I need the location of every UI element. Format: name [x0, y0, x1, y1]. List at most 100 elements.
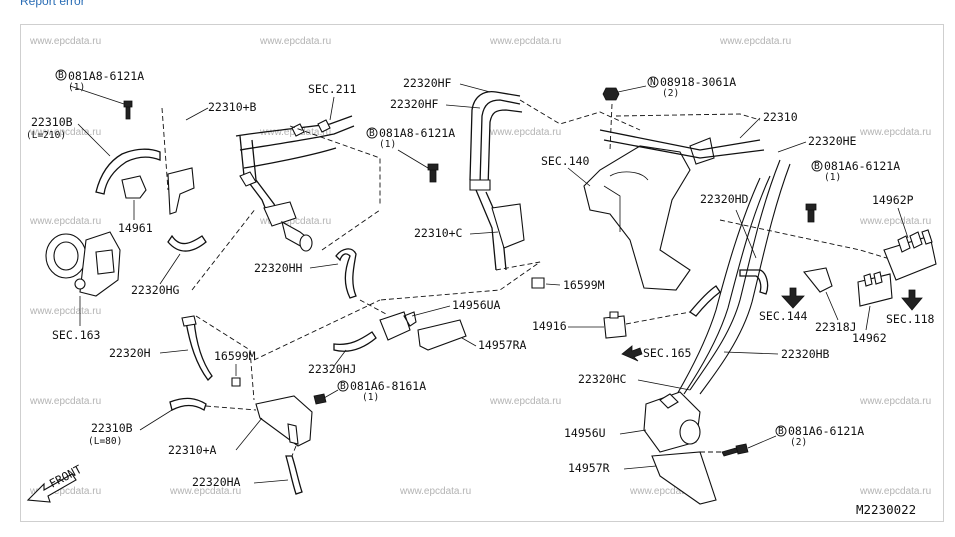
hose-22320hd[interactable]	[739, 269, 769, 295]
pipe-assembly-sec211[interactable]	[235, 115, 355, 252]
label-14956u: 14956U	[564, 426, 606, 440]
watermark: www.epcdata.ru	[169, 486, 241, 497]
bracket-22318j[interactable]	[802, 267, 833, 293]
label-bolt-low-right: 081A6-6121A	[788, 424, 864, 438]
watermark: www.epcdata.ru	[629, 486, 701, 497]
label-22320hh: 22320HH	[254, 261, 303, 275]
hose-22320hj[interactable]	[333, 331, 377, 352]
watermark: www.epcdata.ru	[859, 216, 931, 227]
bracket-14957ra[interactable]	[417, 319, 467, 351]
label-14962: 14962	[852, 331, 887, 345]
bracket-22310-plus-a[interactable]	[255, 395, 313, 447]
watermark: www.epcdata.ru	[259, 36, 331, 47]
bracket-14957r[interactable]	[651, 451, 717, 505]
svg-text:B: B	[58, 70, 64, 81]
tube-bundle[interactable]	[675, 159, 791, 397]
label-22320hg: 22320HG	[131, 283, 180, 297]
label-14956ua: 14956UA	[452, 298, 501, 312]
hose-22320h[interactable]	[185, 319, 213, 381]
bolt-top-left[interactable]: B	[55, 69, 133, 120]
intake-manifold-sec140[interactable]	[583, 145, 691, 291]
bolt-low[interactable]: B	[313, 380, 349, 405]
label-22310b-low-len: (L=80)	[88, 436, 122, 447]
bracket-22310[interactable]	[599, 129, 765, 165]
hose-22320hh[interactable]	[335, 248, 357, 299]
label-22320hd: 22320HD	[700, 192, 749, 206]
label-22310-plus-a: 22310+A	[168, 443, 217, 457]
bolt-low-right[interactable]: B	[721, 425, 787, 457]
bracket-22310-plus-c[interactable]	[475, 189, 525, 271]
hose-22310b-top[interactable]	[95, 148, 161, 195]
label-16599m-a: 16599M	[563, 278, 605, 292]
watermark: www.epcdata.ru	[29, 486, 101, 497]
bolt-mid[interactable]: B	[366, 127, 439, 183]
valve-14956u[interactable]	[643, 391, 701, 453]
watermark: www.epcdata.ru	[29, 127, 101, 138]
label-22310b-top-len: (L=210)	[26, 130, 66, 141]
hose-22320ha[interactable]	[285, 455, 303, 495]
label-22320hf-a: 22320HF	[403, 76, 452, 90]
hose-22320hf[interactable]	[469, 90, 523, 191]
watermark: www.epcdata.ru	[489, 396, 561, 407]
arrow-sec165	[621, 345, 643, 362]
label-22310-plus-b: 22310+B	[208, 100, 257, 114]
throttle-body[interactable]	[45, 231, 121, 297]
label-bolt-low-right-qty: (2)	[790, 437, 807, 448]
connector-14962p[interactable]	[883, 229, 937, 281]
label-14957r: 14957R	[568, 461, 610, 475]
label-22320hc: 22320HC	[578, 372, 627, 386]
hose-22310b-low[interactable]	[169, 397, 207, 411]
watermark: www.epcdata.ru	[29, 306, 101, 317]
filter-16599m-a[interactable]	[531, 277, 545, 289]
arrow-sec144	[781, 287, 805, 309]
label-sec-165: SEC.165	[643, 346, 691, 360]
arrow-sec118	[901, 289, 923, 311]
watermark: www.epcdata.ru	[29, 396, 101, 407]
label-22310b-top: 22310B	[31, 115, 73, 129]
connector-14962[interactable]	[857, 271, 893, 307]
label-14962p: 14962P	[872, 193, 914, 207]
svg-text:N: N	[650, 77, 656, 88]
valve-14916[interactable]	[603, 311, 627, 339]
label-bolt-right-qty: (1)	[824, 172, 841, 183]
label-22310: 22310	[763, 110, 798, 124]
filter-16599m-b[interactable]	[231, 377, 241, 387]
hose-22320hg[interactable]	[167, 234, 207, 252]
bolt-right[interactable]: B	[805, 160, 823, 223]
watermark: www.epcdata.ru	[259, 216, 331, 227]
bracket-22310-plus-b[interactable]	[167, 167, 195, 215]
watermark: www.epcdata.ru	[29, 36, 101, 47]
label-16599m-b: 16599M	[214, 349, 256, 363]
label-14961: 14961	[118, 221, 153, 235]
watermark: www.epcdata.ru	[859, 486, 931, 497]
report-error-link[interactable]: Report error	[20, 0, 85, 8]
valve-14961[interactable]	[121, 175, 147, 199]
watermark: www.epcdata.ru	[29, 216, 101, 227]
watermarks: www.epcdata.ru www.epcdata.ru www.epcdat…	[29, 36, 931, 497]
label-22320he: 22320HE	[808, 134, 857, 148]
label-14916: 14916	[532, 319, 567, 333]
valve-14956ua[interactable]	[379, 311, 417, 341]
label-22318j: 22318J	[815, 320, 857, 334]
label-bolt-right: 081A6-6121A	[824, 159, 900, 173]
label-22310b-low: 22310B	[91, 421, 133, 435]
hose-22320hc-end[interactable]	[689, 285, 721, 317]
label-22320hj: 22320HJ	[308, 362, 356, 376]
label-22310-plus-c: 22310+C	[414, 226, 463, 240]
label-bolt-top-left: 081A8-6121A	[68, 69, 144, 83]
label-22320hf-b: 22320HF	[390, 97, 439, 111]
label-bolt-mid-qty: (1)	[379, 139, 396, 150]
label-bolt-mid: 081A8-6121A	[379, 126, 455, 140]
svg-text:B: B	[814, 161, 820, 172]
label-nut-top: 08918-3061A	[660, 75, 736, 89]
label-22320ha: 22320HA	[192, 475, 241, 489]
watermark: www.epcdata.ru	[719, 36, 791, 47]
nut-top[interactable]: N	[602, 76, 659, 101]
watermark: www.epcdata.ru	[489, 127, 561, 138]
label-bolt-low: 081A6-8161A	[350, 379, 426, 393]
label-sec-118: SEC.118	[886, 312, 935, 326]
diagram-code: M2230022	[856, 502, 916, 517]
label-bolt-top-left-qty: (1)	[68, 82, 85, 93]
watermark: www.epcdata.ru	[399, 486, 471, 497]
